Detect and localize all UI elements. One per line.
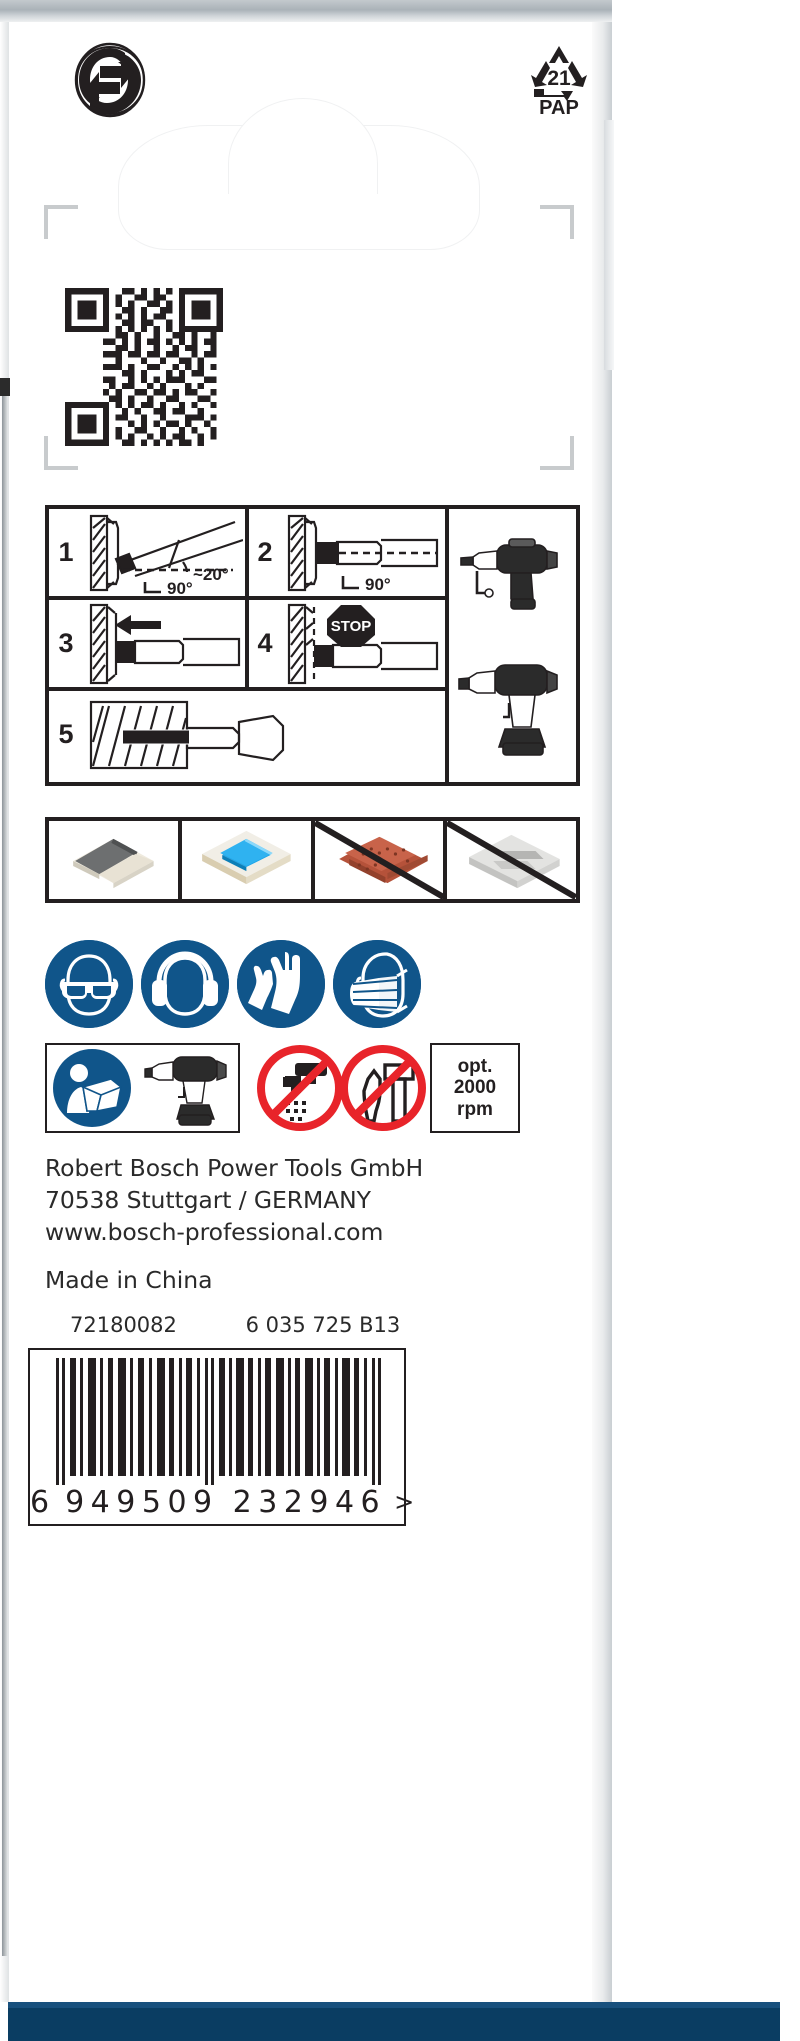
material-cell-aerated-concrete	[447, 821, 576, 899]
step-1-angle-right: 90°	[167, 579, 193, 596]
drill-angled-start-icon: ~20° 90°	[83, 510, 245, 598]
no-hammer-drilling-icon	[338, 1043, 428, 1133]
crop-mark-top-left	[44, 205, 78, 239]
pap-material: PAP	[539, 97, 579, 119]
instruction-step-5: 5	[49, 691, 441, 778]
instruction-row-1: 1	[49, 509, 445, 600]
stop-badge: STOP	[327, 604, 375, 647]
material-cell-granite-tile	[49, 821, 182, 899]
package-bottom-band-highlight	[8, 2002, 780, 2008]
instruction-row-3: 5	[49, 691, 445, 782]
step-2-angle-right: 90°	[365, 575, 391, 594]
step-number: 1	[58, 537, 74, 567]
material-cell-brick	[314, 821, 448, 899]
no-water-icon	[255, 1043, 345, 1133]
crop-mark-bottom-left	[44, 436, 78, 470]
speed-unit: rpm	[457, 1098, 493, 1120]
pap-number: 21	[547, 67, 571, 90]
order-number: 6 035 725 B13	[245, 1313, 401, 1337]
read-manual-icon	[53, 1049, 131, 1127]
package-right-edge	[592, 22, 612, 2002]
package-fold-shadow	[604, 120, 614, 370]
not-suitable-slash	[314, 821, 444, 899]
drill-straight-icon: 90°	[281, 510, 441, 596]
barcode-first-digit: 6	[30, 1484, 50, 1520]
speed-value: 2000	[453, 1077, 497, 1099]
manufacturer-address: Robert Bosch Power Tools GmbH 70538 Stut…	[45, 1152, 565, 1249]
crop-mark-top-right	[540, 205, 574, 239]
cordless-drill-driver-icon	[453, 651, 575, 763]
step-number: 3	[58, 628, 74, 658]
barcode-digits: 6 949509 232946 >	[30, 1481, 414, 1523]
article-number: 72180082	[70, 1313, 177, 1337]
package-left-rail	[2, 396, 8, 1956]
material-cell-glazed-tile	[181, 821, 315, 899]
manufacturer-website[interactable]: www.bosch-professional.com	[45, 1218, 384, 1247]
drill-stop-icon: STOP	[281, 601, 441, 687]
drill-push-arrow-icon	[83, 601, 245, 687]
ean13-barcode: 6 949509 232946 >	[28, 1348, 414, 1526]
suitable-materials-panel	[45, 817, 580, 903]
instruction-steps-grid: 1	[49, 509, 445, 782]
barcode-left-group: 949509	[65, 1484, 219, 1520]
cordless-drill-icon	[143, 1049, 235, 1129]
instruction-step-2: 2	[245, 509, 441, 596]
package-notch	[0, 378, 10, 396]
instruction-step-1: 1	[49, 509, 245, 598]
step-number: 5	[58, 719, 74, 749]
step-number: 2	[257, 537, 273, 567]
speed-recommendation-box: opt. 2000 rpm	[430, 1043, 520, 1133]
qr-code-icon[interactable]	[65, 288, 223, 446]
ear-protection-icon	[141, 940, 229, 1028]
drill-through-hatched-wall-icon	[83, 692, 441, 778]
instruction-step-4: 4	[245, 600, 441, 687]
instruction-row-2: 3	[49, 600, 445, 691]
mandatory-ppe-row	[45, 940, 421, 1030]
barcode-bars	[30, 1350, 404, 1493]
barcode-right-group: 232946	[232, 1484, 387, 1520]
dust-mask-icon	[333, 940, 421, 1028]
manufacturer-city: 70538 Stuttgart / GERMANY	[45, 1186, 371, 1215]
step-number: 4	[257, 628, 273, 658]
manufacturer-name: Robert Bosch Power Tools GmbH	[45, 1154, 424, 1182]
step-1-angle-approx: ~20°	[193, 565, 229, 584]
not-suitable-slash	[447, 821, 576, 899]
eye-protection-icon	[45, 940, 133, 1028]
background-area	[612, 0, 800, 2041]
drilling-instructions-panel: 1	[45, 505, 580, 786]
instruction-step-3: 3	[49, 600, 245, 687]
package-top-edge	[0, 0, 800, 22]
green-dot-recycling-icon	[74, 42, 146, 118]
product-codes: 72180082 6 035 725 B13	[70, 1313, 470, 1337]
corded-impact-drill-icon	[453, 527, 575, 627]
pap-recycling-icon: 21 PAP	[520, 42, 598, 120]
protective-gloves-icon	[237, 940, 325, 1028]
speed-label-opt: opt.	[457, 1056, 493, 1078]
country-of-origin: Made in China	[45, 1266, 213, 1294]
barcode-terminator: >	[394, 1488, 415, 1516]
compatible-tools-panel	[445, 509, 576, 782]
crop-mark-bottom-right	[540, 436, 574, 470]
package-bottom-band	[8, 2002, 780, 2041]
read-manual-box	[45, 1043, 240, 1133]
stop-badge-label: STOP	[331, 618, 372, 635]
